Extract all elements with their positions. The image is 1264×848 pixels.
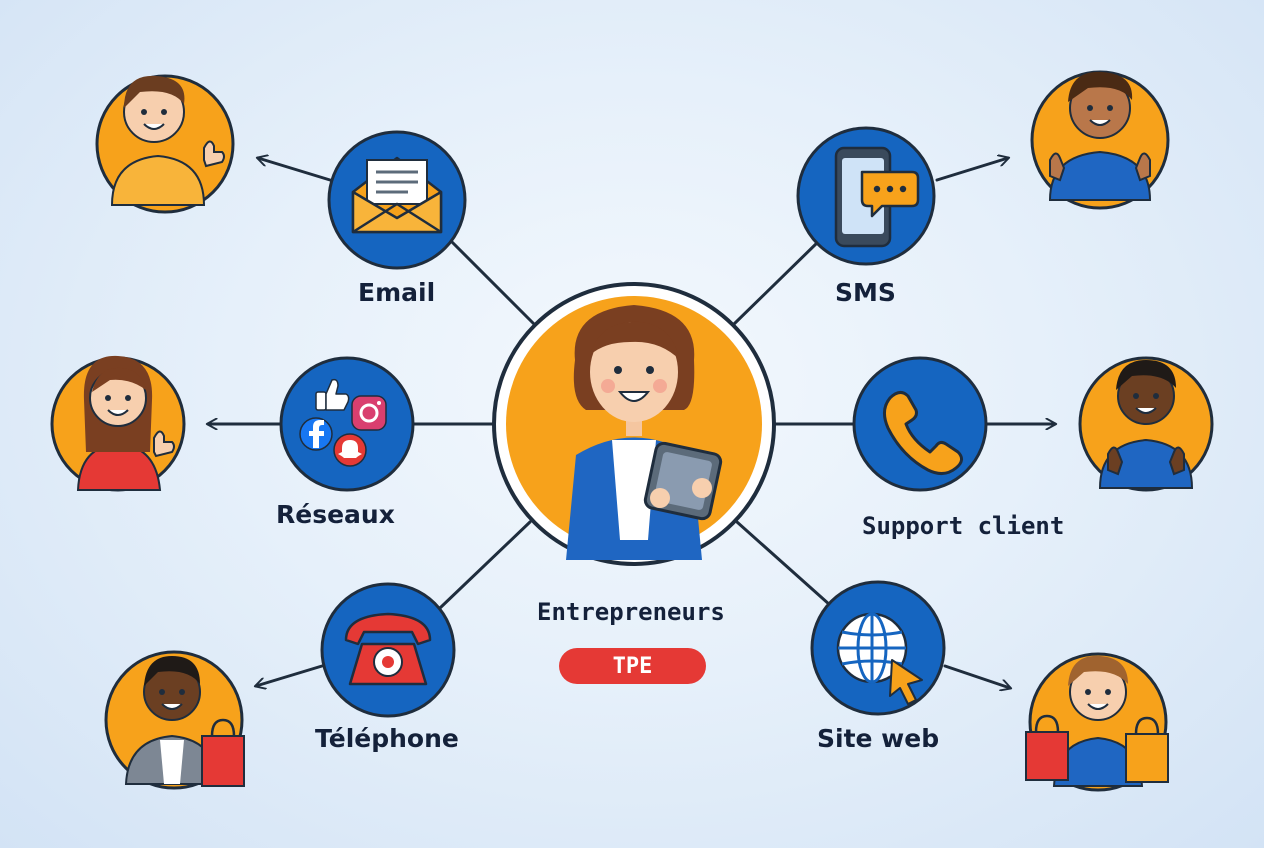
customer-5: [104, 650, 245, 790]
snapchat-icon: [333, 433, 367, 467]
tpe-badge: TPE: [559, 648, 706, 684]
customer-3: [50, 355, 186, 492]
phone-handset-icon: [883, 391, 963, 475]
connector-phone: [438, 520, 532, 610]
center-entrepreneur: [492, 282, 776, 566]
rotary-phone-icon: [344, 612, 432, 686]
thumbs-up-icon: [1107, 446, 1124, 476]
globe-cursor-icon: [836, 612, 923, 705]
thumbs-up-icon: [1168, 446, 1185, 476]
thumbs-up-icon: [1049, 152, 1066, 182]
customer-2: [1030, 70, 1170, 210]
arrow-to-customer-5: [256, 664, 324, 686]
shopping-bag-icon: [1125, 716, 1169, 783]
channel-phone[interactable]: [320, 582, 456, 718]
thumbs-up-icon: [1134, 152, 1151, 182]
instagram-icon: [351, 395, 387, 431]
center-title: Entrepreneurs: [537, 598, 725, 626]
connection-lines: [410, 238, 858, 610]
label-email: Email: [358, 278, 436, 307]
channel-support[interactable]: [852, 356, 988, 492]
label-support: Support client: [862, 512, 1065, 540]
customer-4: [1078, 356, 1214, 492]
channel-sms[interactable]: [796, 126, 936, 266]
label-sms: SMS: [835, 278, 896, 307]
customer-1: [95, 74, 235, 214]
customer-arrows: [208, 158, 1055, 688]
smartphone-chat-icon: [834, 146, 920, 248]
shopping-bag-icon: [201, 718, 245, 787]
arrow-to-customer-2: [935, 158, 1008, 182]
channel-social[interactable]: [279, 356, 415, 492]
customer-6: [1025, 652, 1169, 792]
label-web: Site web: [817, 724, 940, 753]
arrow-to-customer-6: [943, 664, 1010, 688]
tablet-icon: [643, 441, 723, 521]
channel-web[interactable]: [810, 580, 946, 716]
arrow-to-customer-1: [258, 158, 332, 182]
connector-email: [448, 238, 537, 327]
channel-email[interactable]: [327, 130, 467, 270]
entrepreneur-avatar: [566, 305, 723, 560]
thumbs-up-icon: [153, 430, 175, 458]
thumbs-up-icon: [315, 378, 350, 411]
social-media-icon: [299, 378, 387, 467]
shopping-bag-icon: [1025, 714, 1069, 781]
label-phone: Téléphone: [315, 724, 459, 753]
connector-sms: [731, 238, 822, 327]
label-social: Réseaux: [276, 500, 395, 529]
connector-web: [735, 520, 832, 607]
envelope-icon: [351, 156, 443, 234]
facebook-icon: [299, 417, 333, 451]
thumbs-up-icon: [203, 140, 225, 168]
